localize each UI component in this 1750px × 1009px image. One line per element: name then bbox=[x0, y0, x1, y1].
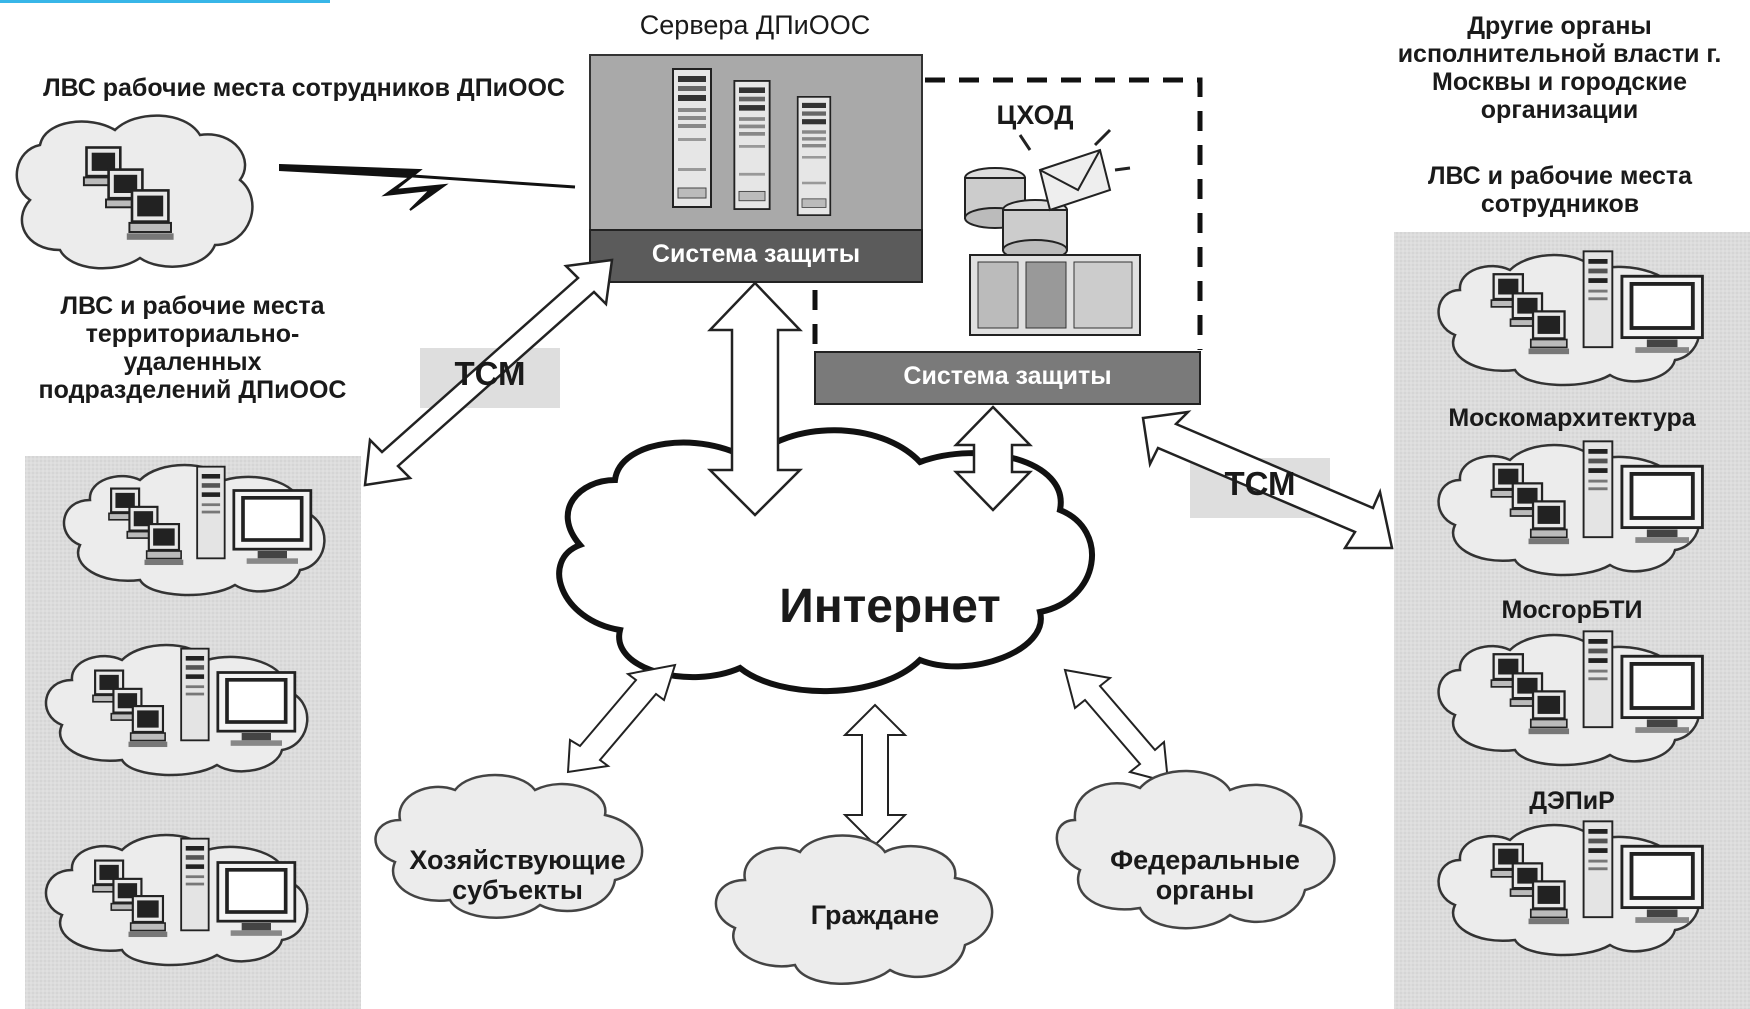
tcm-left-label: ТСМ bbox=[454, 355, 526, 392]
org-unit-3 bbox=[1437, 631, 1703, 767]
citizens-internet-arrow bbox=[842, 703, 908, 847]
servers-title: Сервера ДПиООС bbox=[639, 10, 871, 40]
depir-label: ДЭПиР bbox=[1529, 787, 1615, 815]
protection-label-chod: Система защиты bbox=[903, 362, 1112, 390]
federal-bodies-cloud bbox=[1055, 769, 1336, 930]
economic-entities-label: Хозяйствующие субъекты bbox=[409, 845, 626, 906]
remote-unit-3 bbox=[44, 833, 309, 967]
chod-dashed-frame bbox=[812, 77, 1203, 350]
org-unit-1 bbox=[1437, 251, 1703, 387]
internet-label: Интернет bbox=[779, 580, 1001, 633]
tcm-right-label: ТСМ bbox=[1224, 465, 1296, 502]
lan-staff-label: ЛВС и рабочие места сотрудников bbox=[1427, 162, 1693, 218]
federal-bodies-label: Федеральные органы bbox=[1110, 845, 1300, 906]
chod-internet-arrow bbox=[953, 405, 1033, 512]
tcm-right-arrow bbox=[1141, 410, 1394, 550]
remote-unit-1 bbox=[62, 463, 326, 597]
server-rack-icon bbox=[671, 68, 713, 208]
top-accent-line bbox=[0, 0, 330, 3]
citizens-label: Граждане bbox=[810, 900, 940, 930]
server-rack-icon bbox=[796, 96, 832, 216]
other-bodies-label: Другие органы исполнительной власти г. М… bbox=[1397, 12, 1722, 124]
org-unit-4 bbox=[1437, 821, 1703, 957]
data-storage-icon bbox=[964, 128, 1141, 336]
entities-internet-arrow bbox=[566, 663, 677, 774]
server-rack-icon bbox=[733, 80, 771, 210]
lightning-line bbox=[279, 165, 576, 189]
protection-bar-servers bbox=[589, 229, 923, 283]
lan-employees-label: ЛВС рабочие места сотрудников ДПиООС bbox=[43, 74, 565, 102]
tcm-left-arrow bbox=[363, 258, 614, 487]
chod-title: ЦХОД bbox=[996, 100, 1074, 130]
citizens-cloud bbox=[714, 834, 994, 985]
remote-units-label: ЛВС и рабочие места территориально-удале… bbox=[38, 292, 347, 404]
org-unit-2 bbox=[1437, 441, 1703, 577]
protection-label-servers: Система защиты bbox=[651, 240, 861, 268]
remote-unit-2 bbox=[44, 643, 309, 777]
mosgorbti-label: МосгорБТИ bbox=[1501, 596, 1643, 624]
servers-internet-arrow bbox=[706, 281, 804, 517]
internet-cloud bbox=[556, 427, 1096, 695]
moskomarch-label: Москомархитектура bbox=[1448, 404, 1696, 432]
protection-bar-chod bbox=[814, 351, 1201, 405]
economic-entities-cloud bbox=[374, 773, 644, 919]
federal-internet-arrow bbox=[1063, 668, 1170, 784]
